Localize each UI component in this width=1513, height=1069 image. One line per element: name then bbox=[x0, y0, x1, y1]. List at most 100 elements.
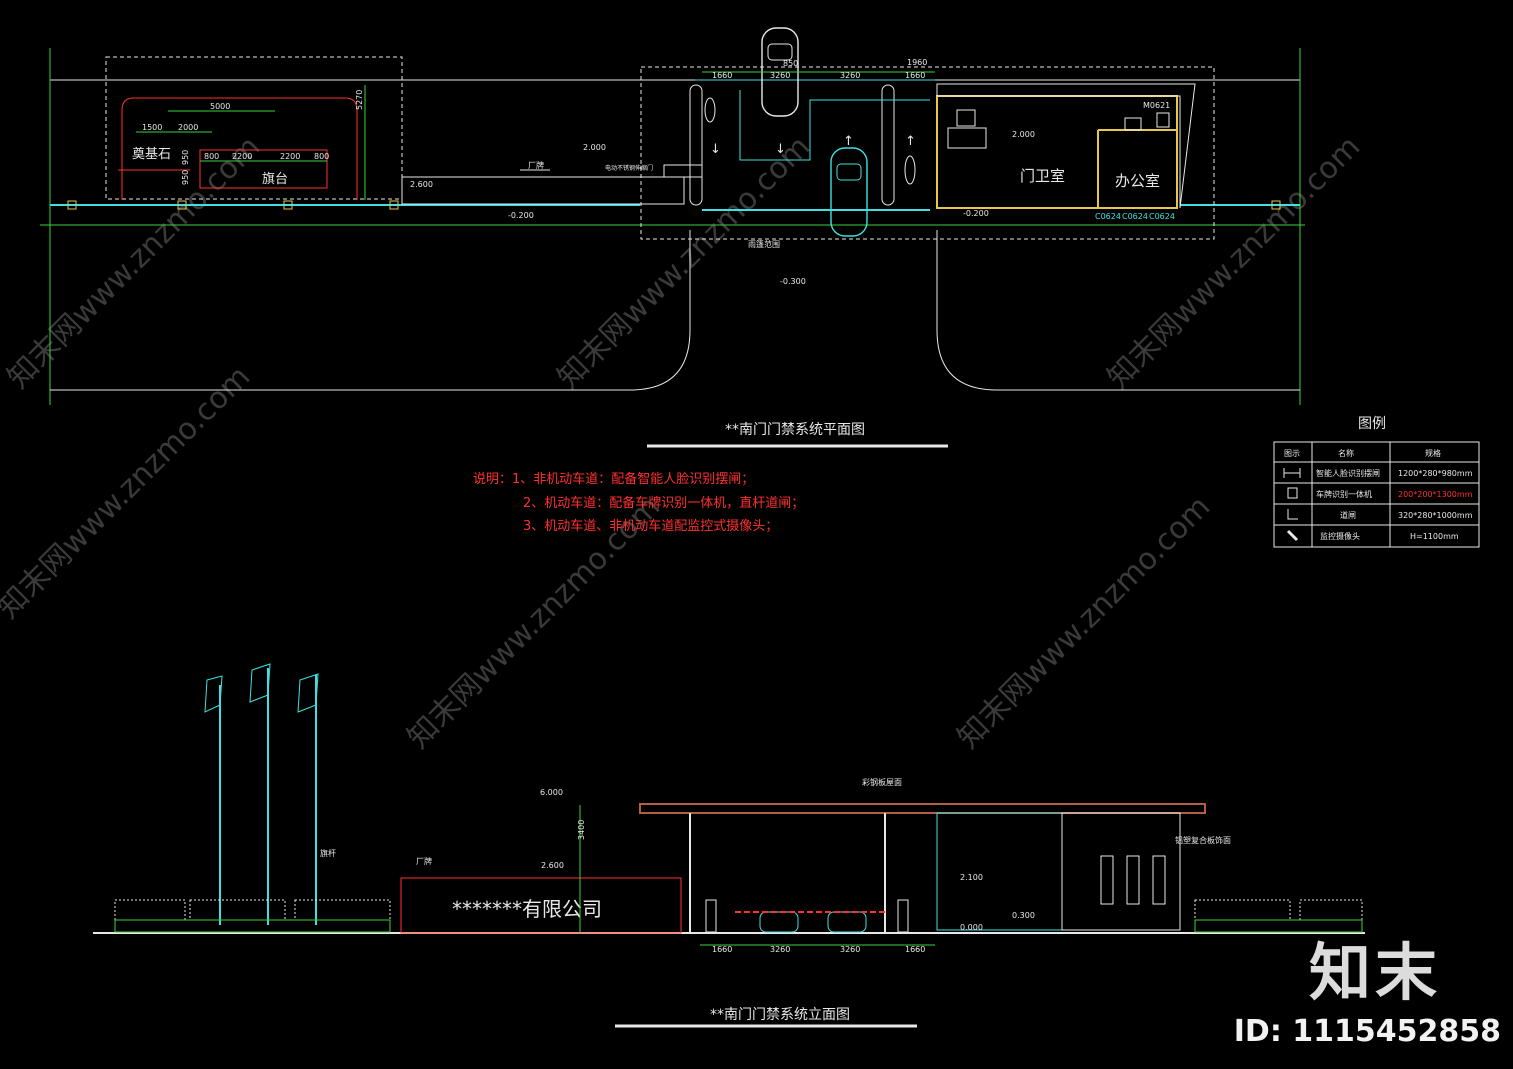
lane-divider bbox=[739, 90, 930, 161]
dim-2200a: 2200 bbox=[232, 152, 252, 161]
guard-house-wall bbox=[936, 95, 1178, 209]
dim-1500: 1500 bbox=[142, 123, 162, 132]
factory-sign-elev-label: 厂牌 bbox=[416, 856, 432, 866]
watermark-2: 知末网www.znzmo.com bbox=[551, 129, 817, 395]
elevation-view: 旗杆 厂牌 *******有限公司 6.000 2.600 3400 彩钢板屋面 bbox=[93, 663, 1365, 1028]
note-line-1: 说明：1、非机动车道：配备智能人脸识别摆闸； bbox=[473, 471, 754, 487]
legend-row-4-name: 监控摄像头 bbox=[1320, 531, 1360, 541]
office-label: 办公室 bbox=[1115, 172, 1160, 190]
dim-800b: 800 bbox=[314, 152, 329, 161]
fence-post-1 bbox=[67, 200, 77, 210]
building-window-2 bbox=[1126, 855, 1140, 905]
arrow-down-icon-1: ↓ bbox=[710, 142, 721, 157]
building-window-3 bbox=[1152, 855, 1166, 905]
notes: 说明：1、非机动车道：配备智能人脸识别摆闸； 2、机动车道：配备车牌识别一体机，… bbox=[473, 471, 804, 534]
level-0000: 0.000 bbox=[960, 923, 983, 932]
canopy-label: 雨篷范围 bbox=[748, 239, 780, 249]
brand-badge: 知末 ID: 1115452858 bbox=[1233, 936, 1501, 1050]
foundation-stone-label: 奠基石 bbox=[132, 146, 171, 162]
car-elevation-2 bbox=[827, 911, 867, 933]
fence-base-right bbox=[1194, 919, 1363, 933]
flag-1 bbox=[204, 675, 223, 713]
platform-outline bbox=[121, 97, 358, 200]
fence-post-3 bbox=[283, 200, 293, 210]
window-label-3: C0624 bbox=[1149, 212, 1175, 221]
fence-post-2 bbox=[177, 200, 187, 210]
cladding-label: 铝塑复合板饰面 bbox=[1175, 835, 1231, 845]
window-label-1: C0624 bbox=[1095, 212, 1121, 221]
legend-border bbox=[1273, 441, 1480, 548]
fence-segment-3 bbox=[294, 899, 391, 921]
fence-segment-4 bbox=[1194, 899, 1291, 921]
car-bottom-windshield bbox=[836, 163, 862, 181]
fence-segment-1 bbox=[114, 899, 186, 921]
building-glass-facade bbox=[936, 812, 1063, 931]
monitor-icon bbox=[956, 109, 976, 127]
fence-base-left bbox=[114, 919, 391, 933]
dim-950b: 950 bbox=[181, 150, 190, 165]
dim-1660-elev-a: 1660 bbox=[712, 945, 732, 954]
fence-post-5 bbox=[1271, 200, 1281, 210]
dim-3260-elev-b: 3260 bbox=[840, 945, 860, 954]
level-2100: 2.100 bbox=[960, 873, 983, 882]
gate-island-right bbox=[881, 84, 895, 206]
legend-row-1-name: 智能人脸识别摆闸 bbox=[1316, 468, 1380, 478]
brand-logo: 知末 bbox=[1308, 936, 1441, 1009]
barrier-icon bbox=[1287, 509, 1298, 520]
dim-850-plan: 850 bbox=[783, 59, 798, 68]
watermark-3: 知末网www.znzmo.com bbox=[1101, 129, 1367, 395]
legend-row-2-name: 车牌识别一体机 bbox=[1316, 489, 1372, 499]
building-cladding bbox=[1061, 812, 1181, 931]
legend-row-3-name: 道闸 bbox=[1340, 510, 1356, 520]
level-0300-elev: 0.300 bbox=[1012, 911, 1035, 920]
watermark-1: 知末网www.znzmo.com bbox=[1, 129, 267, 395]
fence-segment-5 bbox=[1299, 899, 1363, 921]
guard-house-roof-outline bbox=[936, 83, 1196, 209]
pedestrian-icon-2 bbox=[897, 899, 909, 933]
level-neg0200-guard: -0.200 bbox=[963, 209, 989, 218]
platform-area-dashed bbox=[105, 56, 403, 200]
door-label: M0621 bbox=[1143, 101, 1170, 110]
gate-machine-box bbox=[663, 164, 703, 178]
level-neg0300-plan: -0.300 bbox=[780, 277, 806, 286]
car-bottom bbox=[830, 147, 868, 237]
legend-header-icon: 图示 bbox=[1284, 449, 1300, 458]
level-2000-plan: 2.000 bbox=[583, 143, 606, 152]
toilet-icon bbox=[1156, 112, 1170, 128]
brand-id: ID: 1115452858 bbox=[1233, 1014, 1501, 1049]
guard-room-label: 门卫室 bbox=[1020, 167, 1065, 185]
factory-sign-elevation bbox=[400, 877, 682, 934]
dim-3400-elev: 3400 bbox=[577, 820, 586, 840]
dim-2200b: 2200 bbox=[280, 152, 300, 161]
gate-machine-note: 电动不锈钢伸缩门 bbox=[605, 164, 653, 172]
level-6000: 6.000 bbox=[540, 788, 563, 797]
watermark-6: 知末网www.znzmo.com bbox=[951, 489, 1217, 755]
legend-title: 图例 bbox=[1358, 416, 1386, 432]
flag-2 bbox=[249, 663, 271, 703]
camera-icon bbox=[1286, 529, 1299, 542]
legend-table: 图例 图示 名称 规格 智能人脸识别摆闸 1200*280*980mm 车牌识别… bbox=[1273, 416, 1480, 548]
curb-right bbox=[936, 230, 1300, 391]
curb-left bbox=[50, 230, 691, 391]
note-line-2: 2、机动车道：配备车牌识别一体机，直杆道闸； bbox=[523, 495, 804, 511]
dim-3260-elev-a: 3260 bbox=[770, 945, 790, 954]
watermark-layer: 知末网www.znzmo.com 知末网www.znzmo.com 知末网www… bbox=[0, 129, 1367, 755]
plate-reader-icon bbox=[1287, 487, 1298, 499]
company-name: *******有限公司 bbox=[452, 897, 602, 921]
level-neg0200-plan-a: -0.200 bbox=[508, 211, 534, 220]
factory-sign-label: 厂牌 bbox=[528, 160, 544, 170]
dim-950a: 950 bbox=[181, 170, 190, 185]
guard-desk bbox=[947, 127, 987, 149]
dim-1960-plan: 1960 bbox=[907, 58, 927, 67]
car-elevation-1 bbox=[759, 911, 799, 933]
window-label-2: C0624 bbox=[1122, 212, 1148, 221]
legend-header-name: 名称 bbox=[1338, 448, 1354, 458]
arrow-down-icon-2: ↓ bbox=[775, 142, 786, 157]
flagpole-label: 旗杆 bbox=[320, 848, 336, 858]
legend-row-2-spec: 200*200*1300mm bbox=[1398, 490, 1473, 499]
fence-post-4 bbox=[389, 200, 399, 210]
level-2600-plan: 2.600 bbox=[410, 180, 433, 189]
dim-3260-plan-a: 3260 bbox=[770, 71, 790, 80]
building-window-1 bbox=[1100, 855, 1114, 905]
